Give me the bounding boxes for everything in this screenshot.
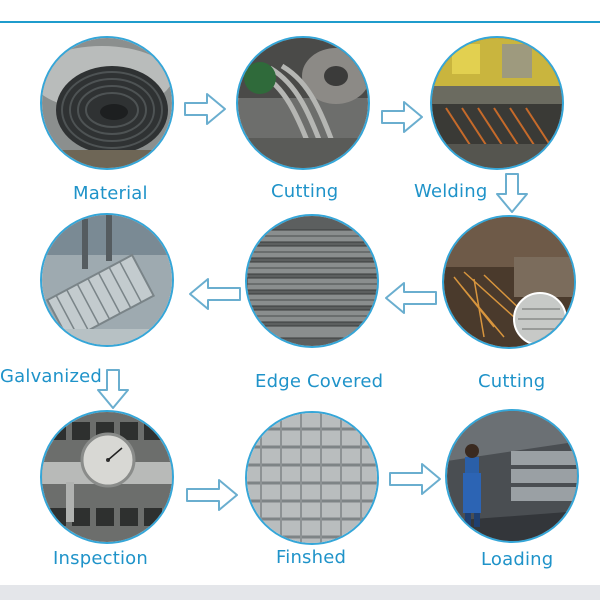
- step-label-galvanized: Galvanized: [0, 366, 103, 387]
- step-label-finished: Finshed: [276, 547, 347, 568]
- top-divider-line: [0, 21, 600, 23]
- arrow-down-icon: [495, 172, 529, 218]
- welding-photo: [430, 36, 564, 170]
- step-label-edge-covered: Edge Covered: [255, 371, 384, 392]
- material-photo: [40, 36, 174, 170]
- step-label-loading: Loading: [481, 549, 554, 570]
- loading-photo: [445, 409, 579, 543]
- galvanized-photo: [40, 213, 174, 347]
- bottom-bar: [0, 585, 600, 600]
- finished-photo: [245, 411, 379, 545]
- step-label-welding: Welding: [414, 181, 488, 202]
- step-label-cutting-strip: Cutting: [271, 181, 339, 202]
- step-label-material: Material: [73, 183, 148, 204]
- arrow-right-icon: [380, 100, 424, 138]
- arrow-down-icon: [96, 368, 130, 414]
- arrow-left-icon: [384, 281, 438, 319]
- arrow-right-icon: [185, 478, 239, 516]
- arrow-left-icon: [188, 277, 242, 315]
- arrow-right-icon: [388, 462, 442, 500]
- inspection-photo: [40, 410, 174, 544]
- arrow-right-icon: [183, 92, 227, 130]
- edge-covered-photo: [245, 214, 379, 348]
- cutting-strip-photo: [236, 36, 370, 170]
- step-label-cutting-grating: Cutting: [478, 371, 546, 392]
- step-label-inspection: Inspection: [53, 548, 148, 569]
- cutting-grating-photo: [442, 215, 576, 349]
